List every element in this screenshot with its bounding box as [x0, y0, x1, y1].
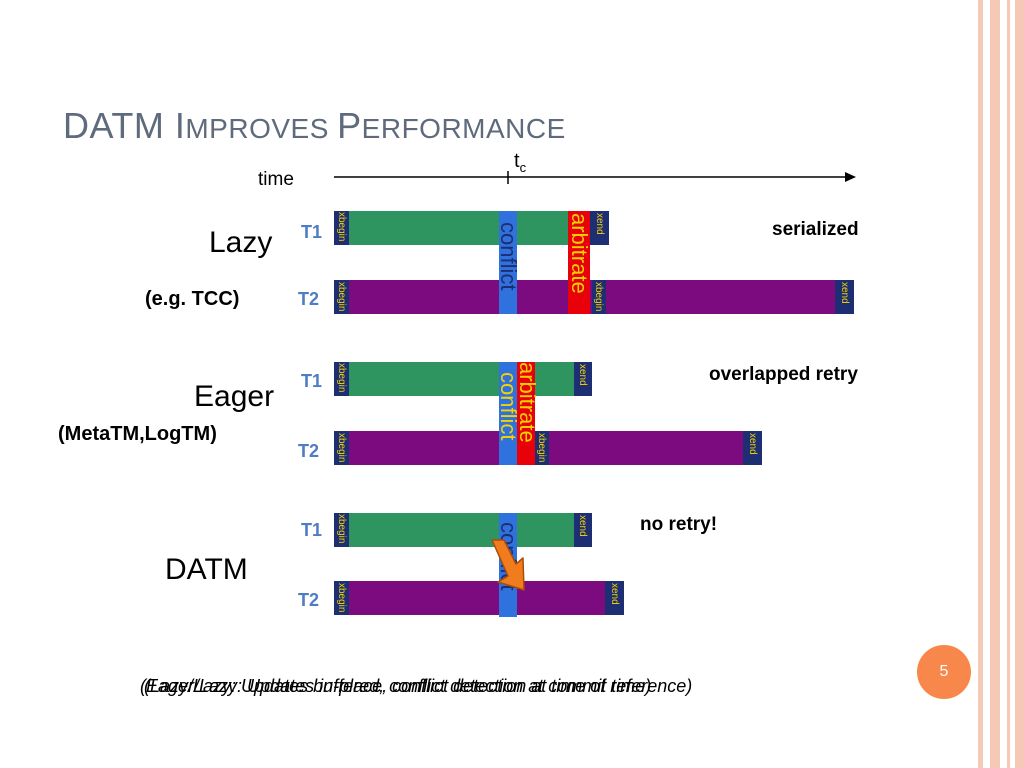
xend-label: xend — [577, 364, 588, 386]
decor-stripe — [1015, 0, 1024, 768]
conflict-label: conflict — [496, 372, 521, 441]
xend-label: xend — [747, 433, 758, 455]
eager-example-label: (MetaTM,LogTM) — [58, 423, 217, 445]
conflict-marker — [499, 211, 517, 245]
xbegin-label: xbegin — [336, 583, 347, 613]
lazy-t1-label: T1 — [301, 222, 323, 242]
xend-marker — [835, 280, 854, 314]
xbegin-marker — [592, 280, 606, 314]
decor-stripe — [978, 0, 983, 768]
lazy-t1-bar — [334, 211, 589, 245]
eager-note: overlapped retry — [709, 364, 858, 385]
xbegin-marker — [334, 431, 349, 465]
xend-marker — [574, 362, 592, 396]
datm-label: DATM — [165, 553, 248, 586]
xend-marker — [743, 431, 762, 465]
slide-title: DATM IMPROVES PERFORMANCE — [63, 105, 566, 146]
xbegin-marker — [535, 431, 549, 465]
arbitrate-label: arbitrate — [515, 362, 540, 443]
eager-label: Eager — [194, 380, 275, 413]
xbegin-marker — [334, 513, 349, 547]
xend-label: xend — [839, 282, 850, 304]
datm-note: no retry! — [640, 514, 718, 535]
xbegin-label: xbegin — [336, 514, 347, 544]
arbitrate-label: arbitrate — [567, 213, 592, 294]
arbitrate-marker — [568, 211, 590, 314]
xbegin-label: xbegin — [336, 363, 347, 393]
xbegin-label: xbegin — [336, 282, 347, 312]
xend-label: xend — [609, 583, 620, 605]
datm-t2-label: T2 — [298, 590, 320, 610]
conflict-marker — [499, 280, 517, 314]
datm-t1-bar — [334, 513, 574, 547]
time-axis-arrow — [334, 171, 856, 184]
xbegin-marker — [334, 362, 349, 396]
xbegin-marker — [334, 211, 349, 245]
page-number-badge: 5 — [917, 645, 971, 699]
xend-label: xend — [577, 515, 588, 537]
conflict-marker — [499, 245, 517, 280]
tc-label: tc — [514, 150, 527, 175]
eager-t1-label: T1 — [301, 371, 323, 391]
xend-marker — [574, 513, 592, 547]
lazy-t2-label: T2 — [298, 289, 320, 309]
xbegin-marker — [334, 581, 349, 615]
forwarding-arrow-icon — [491, 539, 525, 591]
xbegin-label: xbegin — [593, 282, 604, 312]
conflict-marker — [499, 362, 517, 465]
decor-stripe — [990, 0, 1000, 768]
lazy-label: Lazy — [209, 226, 273, 259]
footer-eager-lazy-note: (Eager/Lazy: Updates in-place, conflict … — [140, 676, 693, 696]
eager-t2-label: T2 — [298, 441, 320, 461]
xbegin-label: xbegin — [336, 433, 347, 463]
arbitrate-marker — [517, 362, 535, 465]
time-label: time — [258, 169, 294, 190]
datm-t2-bar — [334, 581, 624, 615]
decor-stripe — [1007, 0, 1010, 768]
xend-marker — [605, 581, 624, 615]
conflict-label: conflict — [496, 222, 521, 291]
xbegin-label: xbegin — [336, 212, 347, 242]
lazy-note: serialized — [772, 219, 859, 240]
xbegin-label: xbegin — [536, 433, 547, 463]
datm-t1-label: T1 — [301, 520, 323, 540]
footer-lazy-lazy-note: (Lazy/Lazy: Updates buffered, conflict d… — [144, 676, 652, 696]
xend-marker — [590, 211, 609, 245]
xend-label: xend — [594, 213, 605, 235]
lazy-example-label: (e.g. TCC) — [145, 288, 240, 310]
xbegin-marker — [334, 280, 349, 314]
